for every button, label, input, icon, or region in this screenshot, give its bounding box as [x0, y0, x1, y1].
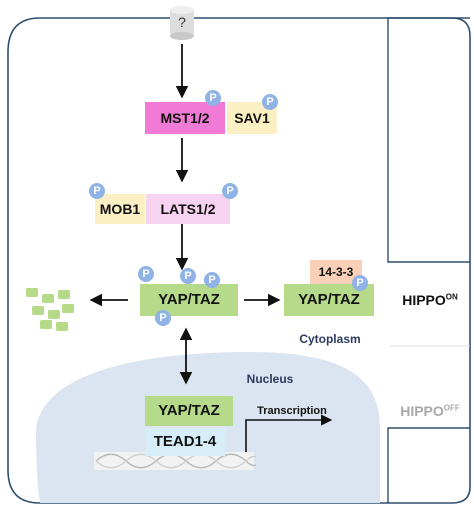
cytoplasm-label: Cytoplasm: [299, 332, 361, 346]
phospho-sav: P: [262, 94, 278, 110]
hippo-on-superscript: ON: [445, 292, 458, 302]
arrow-transcription: [245, 414, 333, 453]
phospho-yaptaz-4: P: [155, 310, 171, 326]
phospho-yaptaz-1: P: [138, 266, 154, 282]
phospho-mst: P: [205, 90, 221, 106]
hippo-switch-bracket-lower: [387, 427, 470, 503]
hippo-switch-bracket: [387, 17, 470, 263]
hippo-off-label: HIPPOOFF: [392, 403, 468, 419]
phospho-yaptaz-3: P: [204, 272, 220, 288]
hippo-on-text: HIPPO: [402, 292, 446, 308]
phospho-mob: P: [89, 183, 105, 199]
upstream-question-label: ?: [178, 14, 186, 30]
yaptaz-nucleus-node: YAP/TAZ: [145, 396, 233, 426]
degraded-yaptaz-fragments: [26, 288, 74, 331]
mst-node: MST1/2: [145, 102, 225, 134]
tead-node: TEAD1-4: [145, 428, 225, 456]
phospho-lats: P: [222, 183, 238, 199]
mob-node: MOB1: [95, 194, 145, 224]
phospho-yaptaz-right: P: [352, 275, 368, 291]
upstream-signal-cylinder: [170, 6, 194, 40]
hippo-off-text: HIPPO: [400, 403, 444, 419]
hippo-off-superscript: OFF: [443, 403, 460, 413]
cell-membrane: [7, 17, 471, 504]
nucleus-label: Nucleus: [246, 372, 294, 386]
transcription-label: Transcription: [257, 405, 327, 417]
phospho-yaptaz-2: P: [180, 268, 196, 284]
dna-helix: [94, 452, 257, 470]
yaptaz-cytoplasm-node: YAP/TAZ: [140, 284, 238, 316]
lats-node: LATS1/2: [146, 194, 230, 224]
hippo-on-label: HIPPOON: [392, 292, 468, 308]
